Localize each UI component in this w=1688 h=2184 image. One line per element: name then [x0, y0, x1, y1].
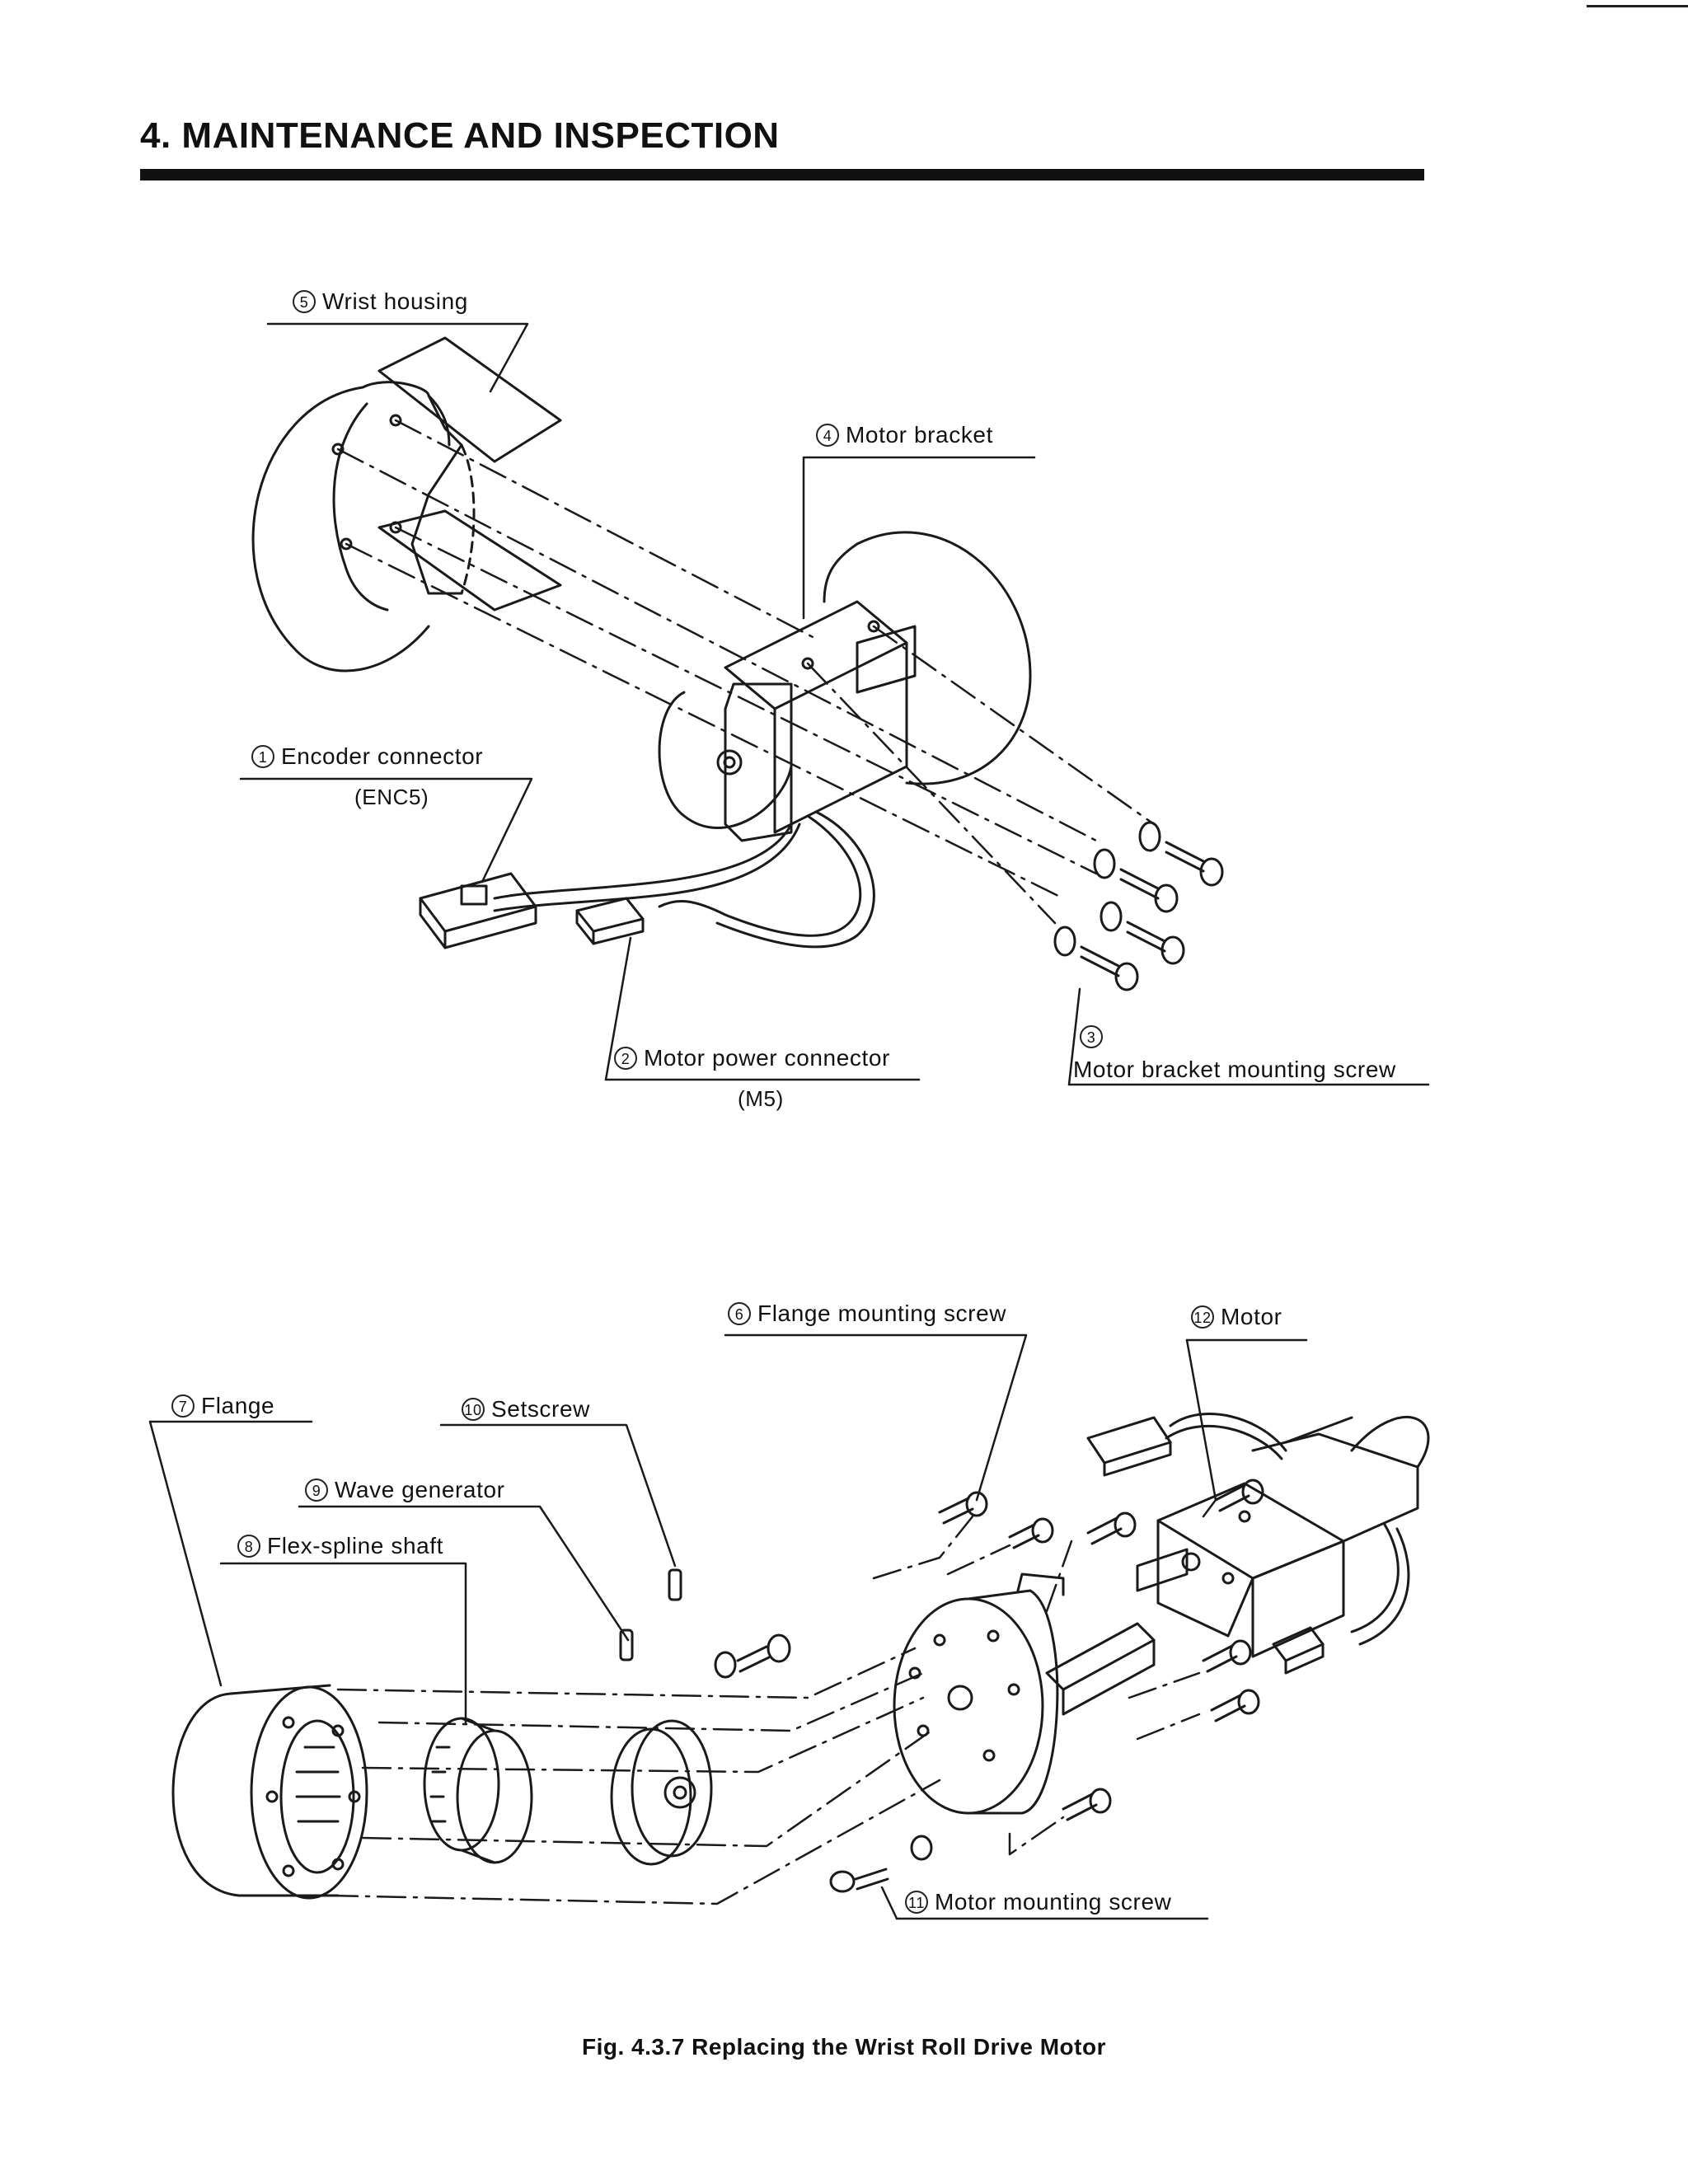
bottom-screws-illustration	[714, 1479, 1264, 1893]
label-wave-generator: 9 Wave generator	[305, 1477, 505, 1503]
section-title: 4. MAINTENANCE AND INSPECTION	[140, 115, 780, 156]
callout-number: 10	[462, 1398, 485, 1421]
motor-connector-illustration	[1086, 1416, 1325, 1675]
callout-number: 12	[1191, 1305, 1214, 1329]
motor-flange-plate-illustration	[893, 1589, 1059, 1815]
label-motor-bracket-mounting-screw: Motor bracket mounting screw	[1073, 1057, 1396, 1082]
encoder-cable-illustration	[493, 810, 875, 949]
callout-number: 11	[905, 1891, 928, 1914]
label-flex-spline-shaft: 8 Flex-spline shaft	[237, 1533, 443, 1559]
callout-number: 2	[614, 1047, 637, 1070]
alignment-lines-top	[336, 419, 1156, 925]
callout-number: 1	[251, 745, 274, 768]
label-text: Wave generator	[335, 1477, 505, 1502]
motor-power-connector-illustration	[575, 897, 645, 945]
label-motor-mounting-screw: 11 Motor mounting screw	[905, 1889, 1171, 1915]
label-motor: 12 Motor	[1191, 1304, 1282, 1330]
leader-lines-bottom	[148, 1333, 1308, 1920]
encoder-connector-illustration	[419, 872, 537, 949]
label-text: Motor power connector	[644, 1045, 890, 1071]
setscrews-illustration	[619, 1568, 682, 1661]
callout-number: 7	[171, 1394, 195, 1418]
wrist-housing-illustration	[251, 336, 562, 673]
label-text: Motor	[1221, 1304, 1282, 1329]
callout-number: 6	[728, 1302, 751, 1325]
alignment-lines-bottom	[328, 1515, 1201, 1905]
corner-rule	[1587, 5, 1688, 7]
callout-number: 3	[1080, 1025, 1103, 1048]
section-title-rule	[140, 169, 1424, 180]
flange-illustration	[171, 1684, 368, 1900]
label-text: Motor bracket	[846, 422, 993, 448]
label-motor-power-connector: 2 Motor power connector	[614, 1045, 890, 1071]
motor-body-illustration	[1136, 1416, 1430, 1658]
label-motor-bracket: 4 Motor bracket	[816, 422, 993, 448]
label-setscrew: 10 Setscrew	[462, 1396, 590, 1422]
label-motor-power-connector-code: (M5)	[738, 1086, 784, 1111]
label-text: Motor mounting screw	[935, 1889, 1172, 1915]
label-wrist-housing: 5 Wrist housing	[293, 288, 468, 315]
label-text: Flange mounting screw	[757, 1301, 1007, 1326]
flex-spline-illustration	[423, 1717, 533, 1864]
motor-bracket-illustration	[658, 531, 1032, 842]
figure-caption: Fig. 4.3.7 Replacing the Wrist Roll Driv…	[582, 2034, 1106, 2060]
label-encoder-connector-code: (ENC5)	[354, 785, 429, 809]
label-text: Encoder connector	[281, 743, 484, 769]
label-text: Flex-spline shaft	[267, 1533, 444, 1558]
callout-number: 9	[305, 1479, 328, 1502]
label-bracket-screw-number: 3	[1080, 1024, 1109, 1050]
callout-number: 5	[293, 290, 316, 313]
wave-generator-illustration	[610, 1719, 713, 1866]
motor-bracket-rail-illustration	[1016, 1572, 1156, 1716]
leader-lines-top	[239, 322, 1430, 1086]
callout-number: 4	[816, 424, 839, 447]
label-text: Flange	[201, 1393, 275, 1418]
label-text: Setscrew	[491, 1396, 590, 1422]
bracket-screws-illustration	[1053, 821, 1224, 991]
label-flange-mounting-screw: 6 Flange mounting screw	[728, 1301, 1006, 1327]
label-text: Wrist housing	[322, 288, 468, 314]
label-encoder-connector: 1 Encoder connector	[251, 743, 483, 770]
motor-cable-illustration	[1165, 1413, 1410, 1646]
callout-number: 8	[237, 1535, 260, 1558]
